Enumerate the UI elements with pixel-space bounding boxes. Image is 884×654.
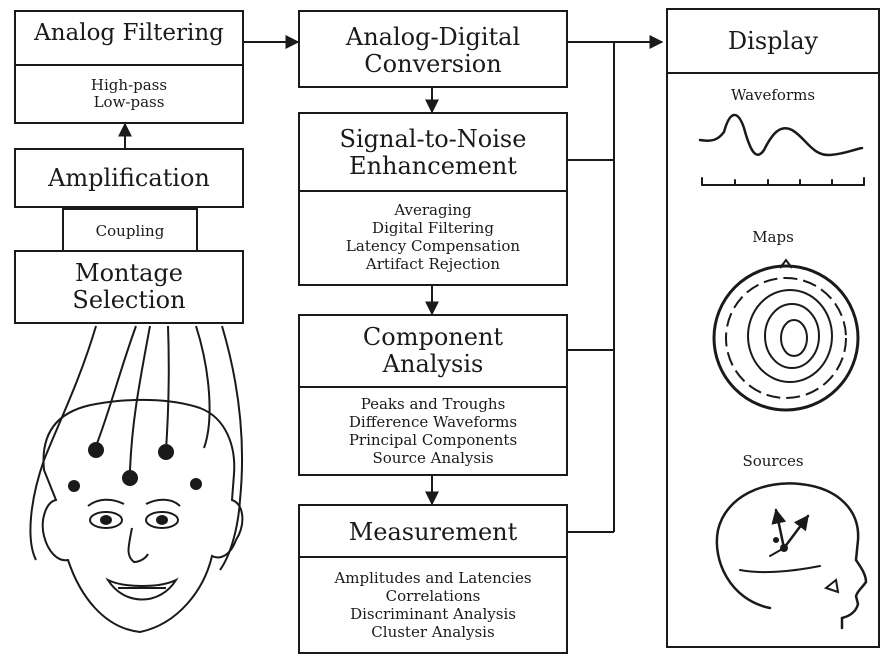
waveforms-label: Waveforms <box>730 86 816 104</box>
divider <box>300 190 566 192</box>
snr-title-line2: Enhancement <box>349 152 517 180</box>
filter-item-highpass: High-pass <box>90 76 168 94</box>
montage-title-line2: Selection <box>72 286 186 314</box>
component-item: Difference Waveforms <box>348 413 518 431</box>
snr-item: Averaging <box>394 201 472 219</box>
amplification-box: Amplification <box>14 148 244 208</box>
measurement-item: Cluster Analysis <box>371 623 495 641</box>
divider <box>300 386 566 388</box>
display-title: Display <box>727 27 819 55</box>
amplification-title: Amplification <box>48 164 210 192</box>
measurement-item: Correlations <box>385 587 481 605</box>
coupling-box: Coupling <box>62 208 198 252</box>
analog-filtering-title: Analog Filtering <box>34 20 224 46</box>
divider <box>16 64 242 66</box>
adc-title-line1: Analog-Digital <box>345 23 521 51</box>
component-title-line2: Analysis <box>382 350 484 378</box>
component-analysis-box: Component Analysis Peaks and Troughs Dif… <box>298 314 568 476</box>
snr-title-line1: Signal-to-Noise <box>339 125 527 153</box>
adc-box: Analog-Digital Conversion <box>298 10 568 88</box>
montage-title-line1: Montage <box>75 259 183 287</box>
snr-item: Latency Compensation <box>345 237 521 255</box>
montage-selection-box: Montage Selection <box>14 250 244 324</box>
measurement-title: Measurement <box>348 518 518 546</box>
adc-title-line2: Conversion <box>364 50 502 78</box>
analog-filtering-box: Analog Filtering High-pass Low-pass <box>14 10 244 124</box>
snr-item: Artifact Rejection <box>365 255 501 273</box>
component-item: Principal Components <box>348 431 518 449</box>
measurement-item: Discriminant Analysis <box>350 605 516 623</box>
component-item: Peaks and Troughs <box>360 395 506 413</box>
snr-box: Signal-to-Noise Enhancement Averaging Di… <box>298 112 568 286</box>
divider <box>668 72 878 74</box>
filter-item-lowpass: Low-pass <box>93 93 165 111</box>
coupling-label: Coupling <box>95 222 165 240</box>
maps-label: Maps <box>752 228 794 246</box>
measurement-item: Amplitudes and Latencies <box>334 569 532 587</box>
sources-label: Sources <box>742 452 804 470</box>
display-box: Display <box>666 8 880 648</box>
component-title-line1: Component <box>362 323 504 351</box>
snr-item: Digital Filtering <box>372 219 494 237</box>
measurement-box: Measurement Amplitudes and Latencies Cor… <box>298 504 568 654</box>
divider <box>300 556 566 558</box>
component-item: Source Analysis <box>372 449 494 467</box>
